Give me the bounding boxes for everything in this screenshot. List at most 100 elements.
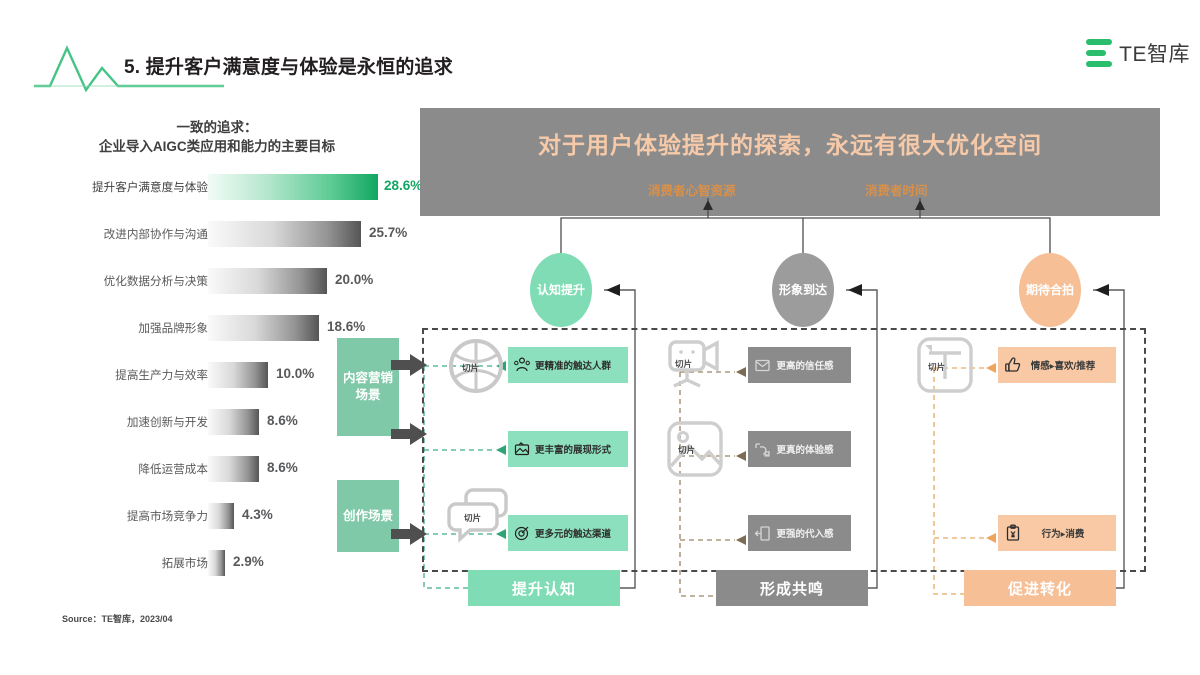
chart-bar xyxy=(208,362,268,388)
outcome-item[interactable]: 更强的代入感 xyxy=(748,515,851,551)
scene-arrow-icon xyxy=(391,423,427,445)
outcome-item-label: 更高的信任感 xyxy=(776,361,834,372)
outcome-item[interactable]: 更精准的触达人群 xyxy=(508,347,628,383)
chart-bar xyxy=(208,221,361,247)
outcome-item-label: 更丰富的展现形式 xyxy=(535,445,612,456)
chart-value-label: 2.9% xyxy=(233,554,264,569)
outcome-item[interactable]: 更多元的触达渠道 xyxy=(508,515,628,551)
chart-bar xyxy=(208,315,319,341)
chart-row: 降低运营成本 8.6% xyxy=(40,452,430,499)
stage-circle-image[interactable]: 形象到达 xyxy=(772,253,834,327)
outcome-item[interactable]: 更真的体验感 xyxy=(748,431,851,467)
resource-label-mind: 消费者心智资源 xyxy=(648,184,736,198)
logo-text: TE智库 xyxy=(1119,43,1190,66)
chart-row: 优化数据分析与决策 20.0% xyxy=(40,264,430,311)
chart-bar xyxy=(208,503,234,529)
chart-value-label: 28.6% xyxy=(384,178,423,193)
stage-circle-awareness[interactable]: 认知提升 xyxy=(530,253,592,327)
chart-value-label: 8.6% xyxy=(267,413,298,428)
result-box-label: 提升认知 xyxy=(511,580,576,598)
chart-category-label: 优化数据分析与决策 xyxy=(103,275,208,288)
chart-category-label: 提高市场竞争力 xyxy=(126,510,208,523)
ball-slice-icon: 切片 xyxy=(448,338,504,394)
image-icon xyxy=(514,441,530,456)
chart-row: 加速创新与开发 8.6% xyxy=(40,405,430,452)
stage-circle-label: 形象到达 xyxy=(778,283,827,297)
outcome-item-label: 更强的代入感 xyxy=(776,529,834,540)
scene-label-content-marketing[interactable]: 内容营销场景 xyxy=(337,338,399,436)
chart-title: 一致的追求： 企业导入AIGC类应用和能力的主要目标 xyxy=(52,118,382,156)
chart-value-label: 18.6% xyxy=(327,319,366,334)
chart-row: 提升客户满意度与体验 28.6% xyxy=(40,170,430,217)
chart-title-line2: 企业导入AIGC类应用和能力的主要目标 xyxy=(98,139,336,154)
outcome-item-label: 行为▸消费 xyxy=(1041,529,1085,540)
right-panel-title: 对于用户体验提升的探索，永远有很大优化空间 xyxy=(538,132,1042,158)
chart-bar xyxy=(208,550,225,576)
chart-bar xyxy=(208,174,378,200)
slice-tag: 切片 xyxy=(464,513,482,523)
chart-value-label: 10.0% xyxy=(276,366,315,381)
chart-category-label: 加强品牌形象 xyxy=(138,322,208,335)
chart-bars: 提升客户满意度与体验 28.6% 改进内部协作与沟通 25.7% 优化数据分析与… xyxy=(40,170,430,593)
result-box-awareness[interactable]: 提升认知 xyxy=(468,570,620,606)
outcome-item[interactable]: 情感▸喜欢/推荐 xyxy=(998,347,1116,383)
result-box-resonance[interactable]: 形成共鸣 xyxy=(716,570,868,606)
chat-slice-icon: 切片 xyxy=(447,488,512,543)
chart-value-label: 8.6% xyxy=(267,460,298,475)
slice-tag: 切片 xyxy=(462,363,480,373)
chart-source: Source：TE智库，2023/04 xyxy=(62,614,173,624)
outcome-item-label: 更多元的触达渠道 xyxy=(535,529,612,540)
chart-title-line1: 一致的追求： xyxy=(176,120,258,135)
result-box-conversion[interactable]: 促进转化 xyxy=(964,570,1116,606)
outcome-item-label: 更真的体验感 xyxy=(776,445,834,456)
outcome-item-label: 更精准的触达人群 xyxy=(535,361,612,372)
brand-logo: TE智库 xyxy=(1086,38,1190,68)
outcome-item[interactable]: 行为▸消费 xyxy=(998,515,1116,551)
resource-label-time: 消费者时间 xyxy=(865,184,928,198)
door-icon xyxy=(754,525,770,541)
chart-category-label: 提高生产力与效率 xyxy=(115,369,208,382)
chart-row: 改进内部协作与沟通 25.7% xyxy=(40,217,430,264)
photo-slice-icon: 切片 xyxy=(666,420,724,478)
scene-arrow-icon xyxy=(391,354,427,376)
scene-label-text: 创作场景 xyxy=(342,508,393,523)
slice-tag: 切片 xyxy=(928,362,946,372)
right-panel-band: 对于用户体验提升的探索，永远有很大优化空间 xyxy=(420,108,1160,216)
te-logo-mark-icon xyxy=(1086,38,1113,68)
chart-value-label: 20.0% xyxy=(335,272,374,287)
stage-circle-label: 期待合拍 xyxy=(1025,283,1074,297)
scene-arrow-icon xyxy=(391,523,427,545)
text-slice-icon: 切片 xyxy=(916,336,974,394)
chart-bar xyxy=(208,268,327,294)
chart-value-label: 4.3% xyxy=(242,507,273,522)
stage-circle-label: 认知提升 xyxy=(536,283,585,297)
clipboard-yen-icon xyxy=(1006,524,1020,541)
slice-tag: 切片 xyxy=(678,445,696,455)
chart-value-label: 25.7% xyxy=(369,225,408,240)
chart-category-label: 改进内部协作与沟通 xyxy=(103,228,208,241)
chart-row: 提高生产力与效率 10.0% xyxy=(40,358,430,405)
chart-row: 提高市场竞争力 4.3% xyxy=(40,499,430,546)
crowd-icon xyxy=(514,357,530,372)
result-box-label: 促进转化 xyxy=(1007,580,1072,598)
slice-tag: 切片 xyxy=(675,359,693,369)
outcome-item[interactable]: 更丰富的展现形式 xyxy=(508,431,628,467)
pulse-decoration-icon xyxy=(34,45,224,93)
scene-label-text: 内容营销场景 xyxy=(342,371,393,402)
chart-bar xyxy=(208,409,259,435)
thumbs-up-icon xyxy=(1005,357,1021,372)
camera-slice-icon: 切片 xyxy=(662,336,724,392)
stage-circle-expectation[interactable]: 期待合拍 xyxy=(1019,253,1081,327)
scene-label-creation[interactable]: 创作场景 xyxy=(337,480,399,552)
target-icon xyxy=(514,526,529,541)
outcome-item[interactable]: 更高的信任感 xyxy=(748,347,851,383)
vr-icon xyxy=(755,442,770,457)
chart-category-label: 加速创新与开发 xyxy=(126,416,208,429)
result-box-label: 形成共鸣 xyxy=(759,580,824,598)
chart-category-label: 拓展市场 xyxy=(161,557,208,570)
chart-category-label: 提升客户满意度与体验 xyxy=(92,181,208,194)
page-title: 5. 提升客户满意度与体验是永恒的追求 xyxy=(124,57,453,78)
chart-bar xyxy=(208,456,259,482)
bar-chart: 一致的追求： 企业导入AIGC类应用和能力的主要目标 提升客户满意度与体验 28… xyxy=(40,118,430,628)
